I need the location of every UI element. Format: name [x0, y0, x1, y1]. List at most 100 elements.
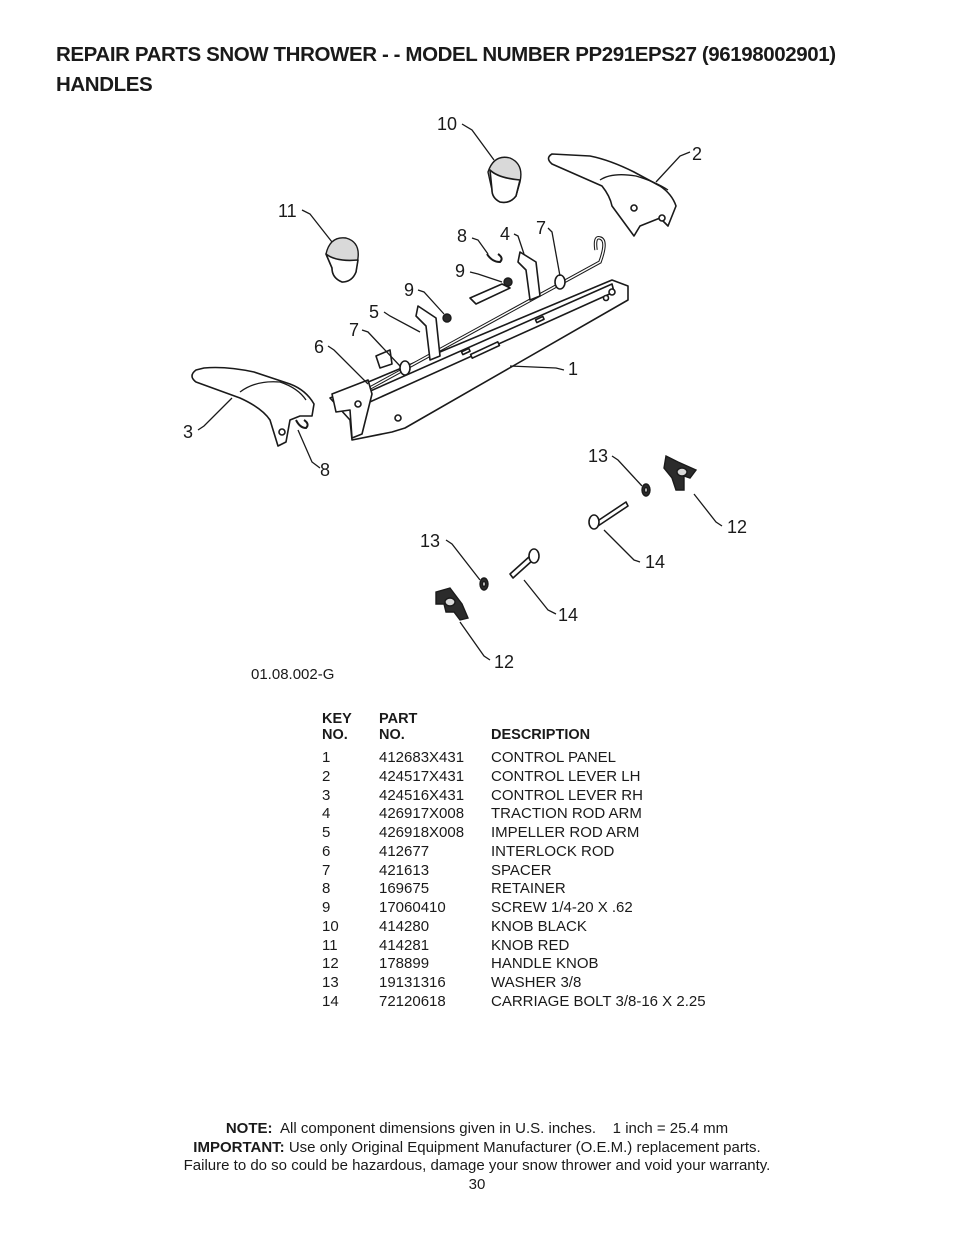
- control-lever-lh-drawing: [547, 153, 677, 237]
- part-no: 424516X431: [379, 786, 465, 804]
- table-header-row-bottom: NO. NO. DESCRIPTION: [322, 727, 706, 749]
- key-no: 12: [322, 955, 339, 973]
- rod-arms-drawing: [375, 251, 541, 369]
- callout-12-lower: 12: [494, 652, 514, 672]
- callout-7-lower: 7: [349, 320, 359, 340]
- callout-10: 10: [437, 114, 457, 134]
- important-text: Use only Original Equipment Manufacturer…: [288, 1138, 761, 1156]
- note-label: NOTE:: [225, 1120, 273, 1137]
- screws-drawing: [442, 277, 513, 323]
- table-row: 13 19131316 WASHER 3/8: [322, 974, 706, 993]
- description: TRACTION ROD ARM: [491, 805, 642, 823]
- table-row: 6 412677 INTERLOCK ROD: [322, 843, 706, 862]
- knob-red-drawing: [325, 237, 359, 283]
- part-no: 178899: [379, 955, 430, 973]
- handle-knob-upper-drawing: [663, 454, 698, 491]
- page-title: REPAIR PARTS SNOW THROWER - - MODEL NUMB…: [56, 40, 936, 100]
- note-text: All component dimensions given in U.S. i…: [280, 1120, 729, 1137]
- part-no: 19131316: [379, 974, 446, 991]
- knob-black-drawing: [487, 156, 522, 204]
- control-panel-drawing: [329, 279, 629, 441]
- header-part-no: NO.: [379, 727, 405, 743]
- header-key-no: NO.: [322, 727, 348, 743]
- table-row: 9 17060410 SCREW 1/4-20 X .62: [322, 899, 706, 918]
- callout-12-upper: 12: [727, 517, 747, 537]
- header-key: KEY: [322, 711, 352, 727]
- callout-2: 2: [692, 144, 702, 164]
- table-row: 12 178899 HANDLE KNOB: [322, 955, 706, 974]
- header-part: PART: [379, 711, 418, 727]
- callout-14-lower: 14: [558, 605, 578, 625]
- description: SPACER: [491, 861, 552, 879]
- parts-table: KEY PART NO. NO. DESCRIPTION 1 412683X431…: [322, 711, 706, 1012]
- page-number: 30: [468, 1175, 486, 1193]
- key-no: 14: [322, 992, 339, 1010]
- exploded-parts-diagram: 10 2 11 8 4 7 9 9 5 7 6 1 3 8 13 12 13 1…: [183, 114, 747, 672]
- part-no: 17060410: [379, 899, 446, 916]
- description: CONTROL PANEL: [491, 749, 617, 766]
- interlock-rod-drawing: [369, 236, 606, 390]
- description: CARRIAGE BOLT 3/8-16 X 2.25: [491, 992, 706, 1010]
- key-no: 11: [322, 936, 338, 954]
- title-line-1: REPAIR PARTS SNOW THROWER - - MODEL NUMB…: [56, 43, 836, 66]
- table-row: 14 72120618 CARRIAGE BOLT 3/8-16 X 2.25: [322, 993, 706, 1012]
- left-bracket-drawing: [331, 379, 373, 439]
- warning-line: Failure to do so could be hazardous, dam…: [183, 1157, 771, 1174]
- description: WASHER 3/8: [491, 974, 582, 991]
- table-header-row-top: KEY PART: [322, 711, 706, 727]
- header-description: DESCRIPTION: [491, 727, 591, 743]
- leader-lines: [197, 123, 723, 661]
- callout-5: 5: [369, 302, 379, 322]
- callout-8-upper: 8: [457, 226, 467, 246]
- part-no: 412677: [379, 842, 430, 860]
- callout-9-right: 9: [455, 261, 465, 281]
- callout-13-lower: 13: [420, 531, 440, 551]
- callout-1: 1: [568, 359, 578, 379]
- key-no: 13: [322, 974, 339, 991]
- key-no: 4: [322, 805, 331, 823]
- callout-3: 3: [183, 422, 193, 442]
- description: INTERLOCK ROD: [491, 842, 615, 860]
- callout-6: 6: [314, 337, 324, 357]
- table-row: 4 426917X008 TRACTION ROD ARM: [322, 805, 706, 824]
- important-label: IMPORTANT:: [193, 1138, 285, 1156]
- key-no: 8: [322, 880, 331, 898]
- figure-reference: 01.08.002-G: [251, 666, 335, 683]
- key-no: 2: [322, 767, 331, 785]
- key-no: 1: [322, 749, 331, 766]
- description: KNOB RED: [491, 936, 570, 954]
- description: SCREW 1/4-20 X .62: [491, 899, 633, 916]
- callout-7-upper: 7: [536, 218, 546, 238]
- part-no: 72120618: [379, 992, 446, 1010]
- callout-8-lower: 8: [320, 460, 330, 480]
- footer: NOTE: All component dimensions given in …: [0, 1120, 954, 1194]
- callout-11: 11: [278, 201, 297, 221]
- key-no: 3: [322, 786, 331, 804]
- carriage-bolts-drawing: [509, 501, 629, 579]
- callout-9-left: 9: [404, 280, 414, 300]
- table-row: 1 412683X431 CONTROL PANEL: [322, 749, 706, 768]
- part-no: 424517X431: [379, 767, 465, 785]
- key-no: 7: [322, 861, 331, 879]
- washers-drawing: [479, 483, 651, 591]
- key-no: 9: [322, 899, 331, 916]
- title-line-2: HANDLES: [56, 73, 153, 96]
- description: KNOB BLACK: [491, 917, 587, 935]
- key-no: 6: [322, 842, 331, 860]
- description: IMPELLER ROD ARM: [491, 824, 640, 841]
- part-no: 426917X008: [379, 805, 465, 823]
- description: HANDLE KNOB: [491, 955, 599, 973]
- part-no: 426918X008: [379, 824, 465, 841]
- callout-14-upper: 14: [645, 552, 665, 572]
- retainers-drawing: [295, 253, 503, 430]
- important-line: IMPORTANT: Use only Original Equipment M…: [0, 1139, 954, 1158]
- key-no: 10: [322, 917, 339, 935]
- note-line: NOTE: All component dimensions given in …: [0, 1120, 954, 1139]
- part-no: 412683X431: [379, 749, 465, 766]
